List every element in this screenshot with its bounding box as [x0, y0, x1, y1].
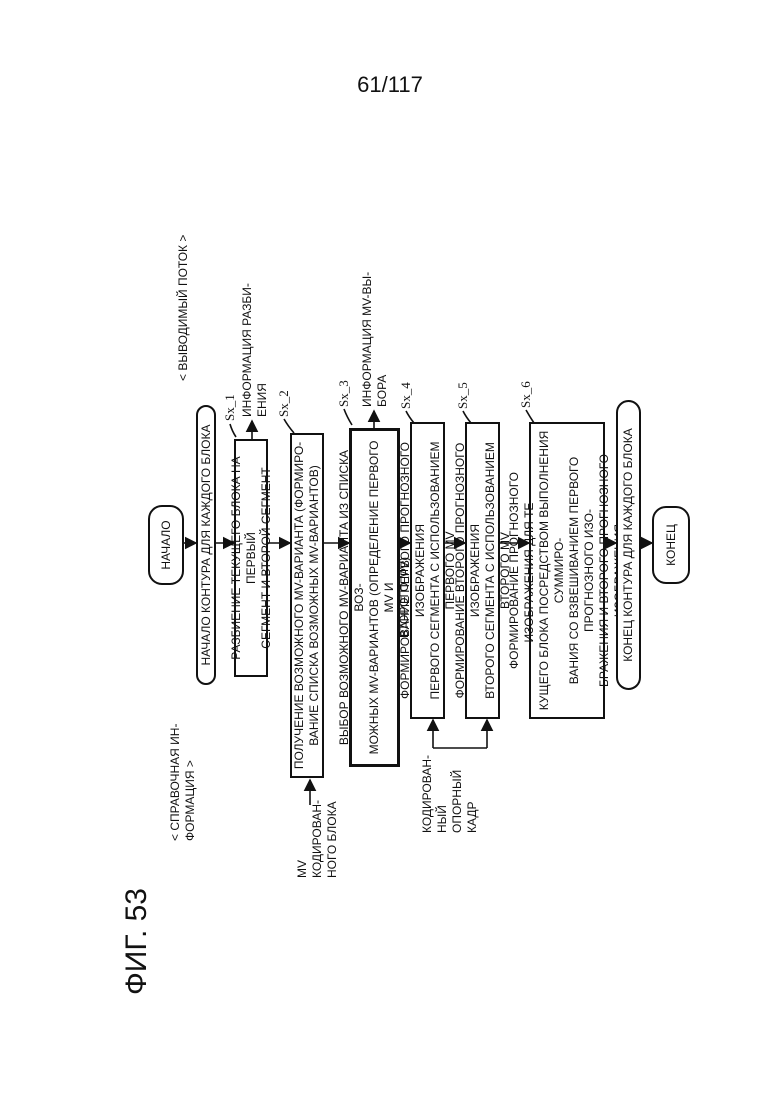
- start-terminal: НАЧАЛО: [148, 505, 184, 585]
- callout-sx1: [230, 424, 236, 437]
- step-label-sx3: Sx_3: [336, 380, 352, 407]
- mv-selection-info-label: ИНФОРМАЦИЯ MV-ВЫ- БОРА: [360, 247, 390, 407]
- step-label-sx4: Sx_4: [398, 382, 414, 409]
- callout-sx2: [284, 419, 294, 433]
- step-sx4-box: ФОРМИРОВАНИЕ ПЕРВОГО ПРОГНОЗНОГО ИЗОБРАЖ…: [410, 422, 445, 719]
- step-sx6-box: ФОРМИРОВАНИЕ ПРОГНОЗНОГО ИЗОБРАЖЕНИЯ ДЛЯ…: [529, 422, 605, 719]
- step-label-sx5: Sx_5: [455, 382, 471, 409]
- step-sx2-box: ПОЛУЧЕНИЕ ВОЗМОЖНОГО MV-ВАРИАНТА (ФОРМИР…: [290, 433, 324, 778]
- reference-info-label: < СПРАВОЧНАЯ ИН- ФОРМАЦИЯ >: [168, 706, 198, 841]
- step-sx3-box: ВЫБОР ВОЗМОЖНОГО MV-ВАРИАНТА ИЗ СПИСКА В…: [349, 428, 400, 767]
- step-sx5-box: ФОРМИРОВАНИЕ ВТОРОГО ПРОГНОЗНОГО ИЗОБРАЖ…: [465, 422, 500, 719]
- mv-encoded-block-label: MV КОДИРОВАН- НОГО БЛОКА: [295, 788, 340, 878]
- end-terminal: КОНЕЦ: [652, 506, 690, 584]
- step-sx1-box: РАЗБИЕНИЕ ТЕКУЩЕГО БЛОКА НА ПЕРВЫЙ СЕГМЕ…: [234, 439, 268, 677]
- step-label-sx2: Sx_2: [276, 390, 292, 417]
- callout-sx3: [344, 409, 352, 425]
- step-label-sx6: Sx_6: [518, 381, 534, 408]
- encoded-reference-frame-label: КОДИРОВАН- НЫЙ ОПОРНЫЙ КАДР: [420, 748, 480, 833]
- loop-end-box: КОНЕЦ КОНТУРА ДЛЯ КАЖДОГО БЛОКА: [616, 400, 641, 690]
- output-stream-label: < ВЫВОДИМЫЙ ПОТОК >: [176, 211, 191, 381]
- step-label-sx1: Sx_1: [222, 394, 238, 421]
- loop-start-box: НАЧАЛО КОНТУРА ДЛЯ КАЖДОГО БЛОКА: [196, 405, 216, 685]
- split-info-label: ИНФОРМАЦИЯ РАЗБИ- ЕНИЯ: [240, 252, 270, 417]
